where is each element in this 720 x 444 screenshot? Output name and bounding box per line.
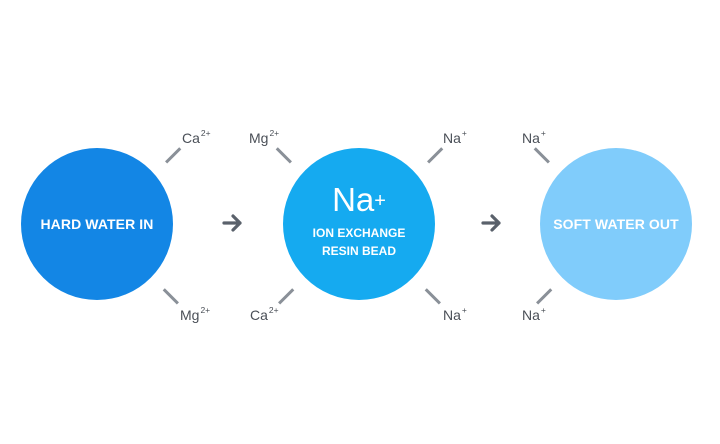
ion-charge: 2+ (200, 305, 211, 315)
connector-line (163, 288, 179, 305)
ion-symbol: Na (443, 130, 461, 146)
ion-symbol: Na (522, 307, 540, 323)
hard-water-label: HARD WATER IN (40, 216, 154, 232)
ion-symbol: Ca (250, 307, 268, 323)
hard-water-circle: HARD WATER IN (21, 148, 173, 300)
soft-water-label: SOFT WATER OUT (553, 216, 679, 232)
resin-bead-circle: Na+ ION EXCHANGE RESIN BEAD (283, 148, 435, 300)
ion-charge: + (540, 305, 546, 315)
ion-symbol: Mg (249, 130, 269, 146)
ion-symbol: Na (443, 307, 461, 323)
resin-ion-charge: + (374, 189, 386, 212)
soft-water-circle: SOFT WATER OUT (540, 148, 692, 300)
ion-label: Na+ (522, 128, 546, 146)
ion-charge: + (540, 128, 546, 138)
ion-charge: 2+ (269, 128, 280, 138)
arrow-right-icon (222, 214, 244, 232)
ion-charge: + (461, 305, 467, 315)
connector-line (536, 288, 552, 305)
resin-label-line1: ION EXCHANGE (312, 225, 406, 240)
connector-line (276, 147, 292, 164)
connector-line (427, 147, 443, 164)
resin-ion-symbol: Na+ (332, 183, 386, 216)
ion-label: Na+ (443, 305, 467, 323)
ion-charge: 2+ (200, 128, 211, 138)
connector-line (165, 147, 181, 164)
ion-label: Na+ (443, 128, 467, 146)
ion-symbol: Ca (182, 130, 200, 146)
resin-ion-name: Na (332, 180, 375, 218)
ion-symbol: Mg (180, 307, 200, 323)
ion-label: Mg2+ (180, 305, 211, 323)
resin-label-line2: RESIN BEAD (321, 243, 396, 258)
ion-charge: 2+ (268, 305, 279, 315)
ion-label: Ca2+ (182, 128, 211, 146)
ion-label: Mg2+ (249, 128, 280, 146)
ion-label: Na+ (522, 305, 546, 323)
ion-symbol: Na (522, 130, 540, 146)
connector-line (534, 147, 550, 164)
connector-line (425, 288, 441, 305)
connector-line (278, 288, 294, 305)
ion-charge: + (461, 128, 467, 138)
ion-label: Ca2+ (250, 305, 279, 323)
arrow-right-icon (481, 214, 503, 232)
